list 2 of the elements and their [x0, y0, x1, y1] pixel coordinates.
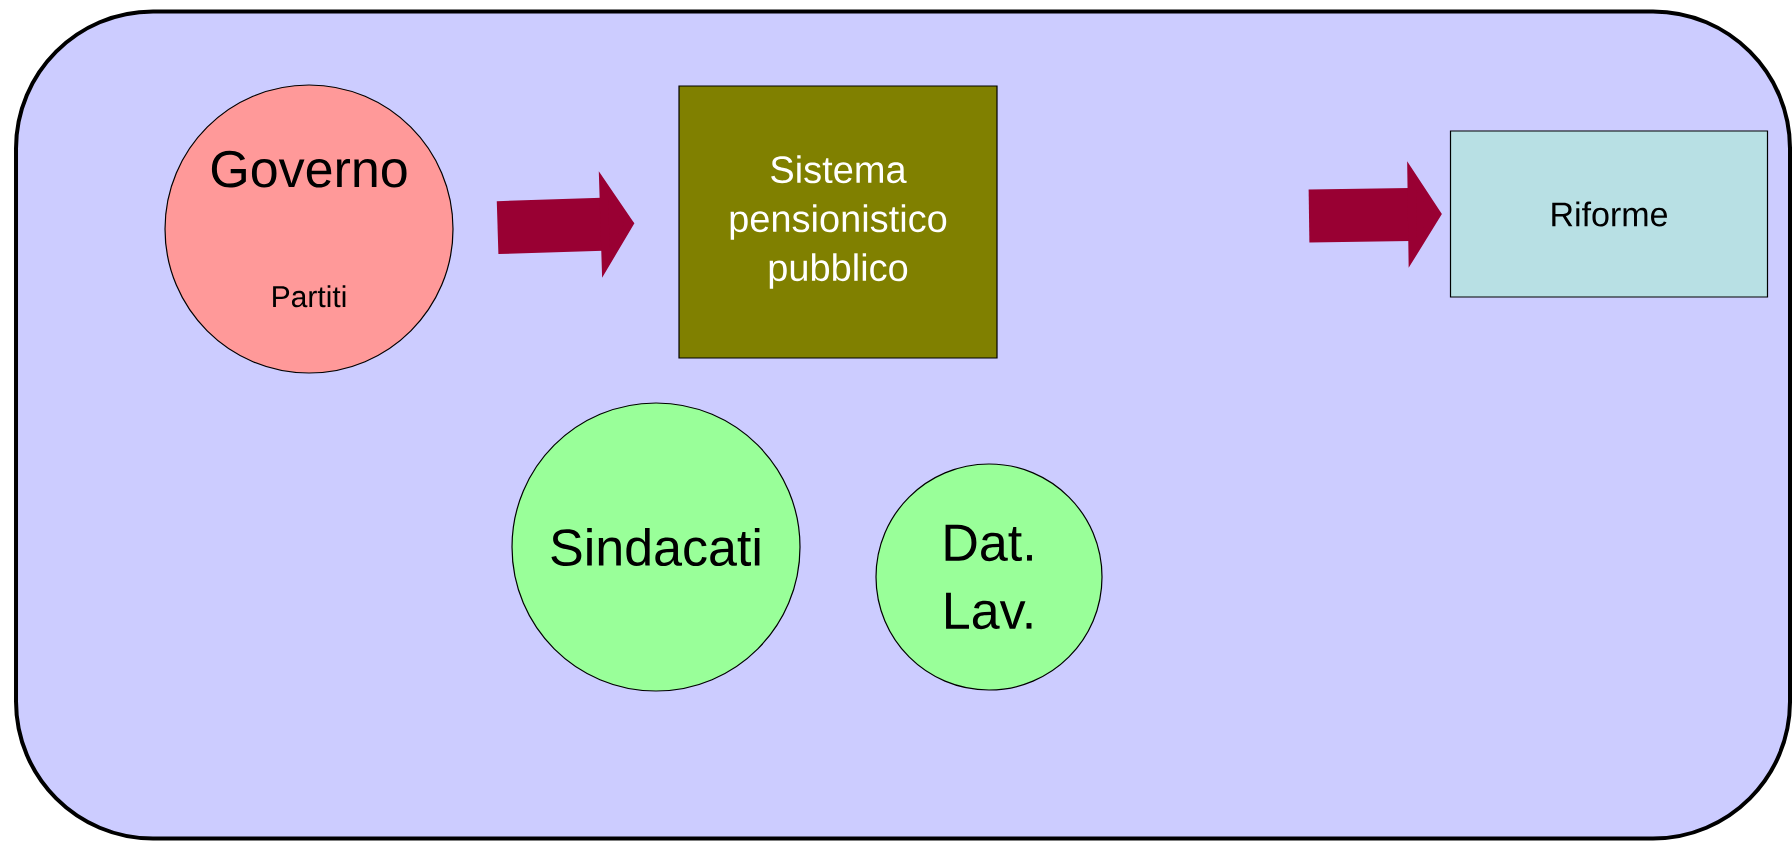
process-box: Sistema pensionistico pubblico — [678, 85, 998, 359]
result-box: Riforme — [1449, 130, 1769, 298]
